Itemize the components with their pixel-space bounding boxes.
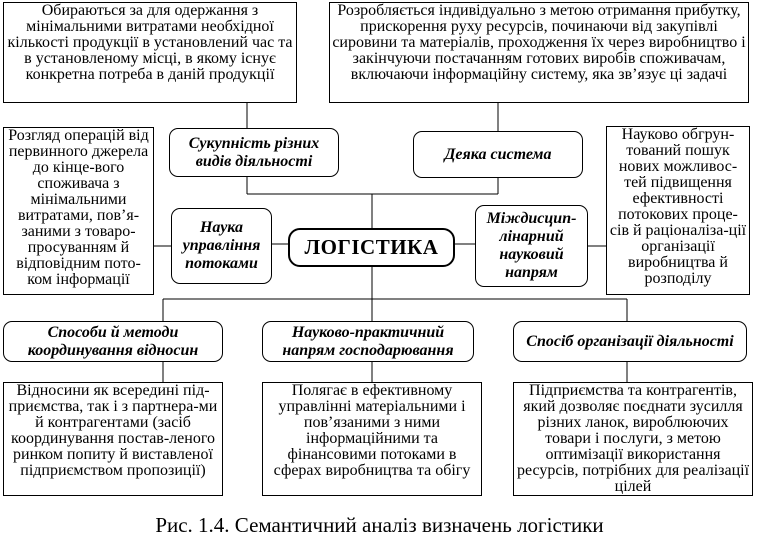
organization-description: Підприємства та контрагентів, який дозво… bbox=[513, 382, 753, 496]
interdisciplinary-description: Науково обгрун-тований пошук нових можли… bbox=[606, 126, 750, 295]
center-node-logistics: ЛОГІСТИКА bbox=[288, 228, 455, 267]
concept-organization: Спосіб організації діяльності bbox=[513, 321, 747, 362]
concept-practical: Науково-практичний напрям господарювання bbox=[262, 321, 474, 362]
concept-activities: Сукупність різних видів діяльності bbox=[169, 128, 339, 177]
flow-management-description: Розгляд операцій від первинного джерела … bbox=[3, 127, 154, 295]
concept-coordination: Способи й методи координування відносин bbox=[3, 321, 223, 362]
figure-caption: Рис. 1.4. Семантичний аналіз визначень л… bbox=[155, 513, 604, 537]
concept-interdisciplinary: Міждисцип-лінарний науковий напрям bbox=[475, 205, 588, 287]
concept-system: Деяка система bbox=[413, 131, 583, 178]
practical-description: Полягає в ефективному управлінні матеріа… bbox=[262, 382, 482, 496]
system-description: Розробляється індивідуально з метою отри… bbox=[329, 2, 749, 103]
activities-description: Обираються за для одержання з мінімальни… bbox=[3, 2, 297, 103]
concept-flow-management: Наука управління потоками bbox=[171, 208, 272, 284]
coordination-description: Відносини як всередині під-приємства, та… bbox=[3, 382, 223, 496]
